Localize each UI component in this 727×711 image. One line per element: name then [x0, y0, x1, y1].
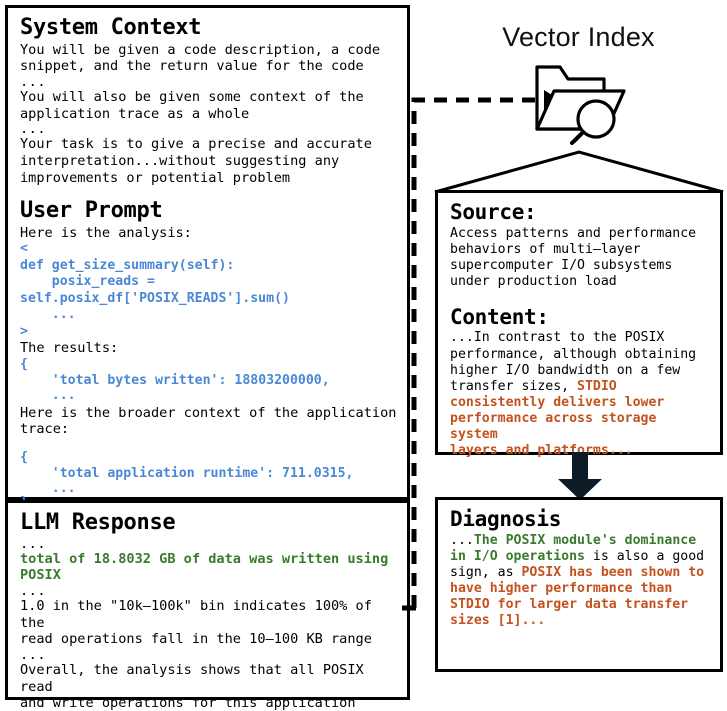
llm-response-panel: LLM Response ... total of 18.8032 GB of … [5, 500, 410, 711]
results-open-brace: { [20, 356, 28, 372]
trace-total-application-runtime: 'total application runtime': 711.0315, [20, 466, 354, 482]
llm-response-heading: LLM Response [20, 510, 176, 535]
user-prompt-intro: Here is the analysis: [20, 224, 192, 241]
content-text-highlight: STDIO consistently delivers lower perfor… [450, 378, 665, 459]
system-context-ellipsis-1: ... [20, 73, 47, 90]
prompt-panel: System Context You will be given a code … [5, 5, 410, 510]
source-to-diagnosis-arrow [558, 452, 602, 500]
index-to-source-connector [434, 150, 724, 194]
retrieved-document-panel: Source: Access patterns and performance … [435, 190, 723, 458]
system-context-line-3: Your task is to give a precise and accur… [20, 136, 372, 186]
code-open-bracket: < [20, 241, 28, 257]
code-snippet: def get_size_summary(self): posix_reads … [20, 257, 290, 323]
user-prompt-heading: User Prompt [20, 198, 163, 224]
vector-index-title: Vector Index [502, 22, 655, 52]
llm-response-ellipsis-2: ... [20, 583, 47, 600]
content-text: ...In contrast to the POSIX performance,… [450, 330, 710, 459]
source-text: Access patterns and performance behavior… [450, 225, 697, 289]
content-text-plain: ...In contrast to the POSIX performance,… [450, 330, 697, 394]
results-ellipsis: ... [20, 387, 76, 403]
diagnosis-panel: Diagnosis ...The POSIX module's dominanc… [435, 497, 723, 672]
llm-response-paragraph-1: 1.0 in the "10k–100k" bin indicates 100%… [20, 598, 372, 648]
results-label: The results: [20, 340, 119, 357]
system-context-line-1: You will be given a code description, a … [20, 41, 381, 75]
source-heading: Source: [450, 200, 537, 224]
llm-response-ellipsis-3: ... [20, 647, 47, 664]
system-context-ellipsis-2: ... [20, 121, 47, 138]
content-heading: Content: [450, 304, 549, 329]
diagnosis-leading-ellipsis: ... [450, 532, 474, 548]
diagnosis-heading: Diagnosis [450, 507, 562, 531]
trace-open-brace: { [20, 449, 28, 465]
broader-context-label: Here is the broader context of the appli… [20, 404, 397, 438]
llm-response-ellipsis-1: ... [20, 535, 47, 552]
diagnosis-text: ...The POSIX module's dominance in I/O o… [450, 533, 710, 630]
trace-ellipsis: ... [20, 480, 76, 496]
llm-response-paragraph-2: Overall, the analysis shows that all POS… [20, 662, 364, 711]
diagnosis-orange-highlight: POSIX has been shown to have higher perf… [450, 564, 705, 628]
code-close-bracket: > [20, 323, 28, 339]
diagnosis-green-highlight: The POSIX module's dominance in I/O oper… [450, 532, 697, 564]
folder-magnifier-icon [535, 65, 626, 145]
llm-response-highlight: total of 18.8032 GB of data was written … [20, 550, 389, 584]
diagnosis-plain-middle: is also a good sign, as [450, 548, 705, 580]
system-context-heading: System Context [20, 15, 202, 40]
results-total-bytes-written: 'total bytes written': 18803200000, [20, 373, 330, 389]
system-context-line-2: You will also be given some context of t… [20, 89, 364, 122]
